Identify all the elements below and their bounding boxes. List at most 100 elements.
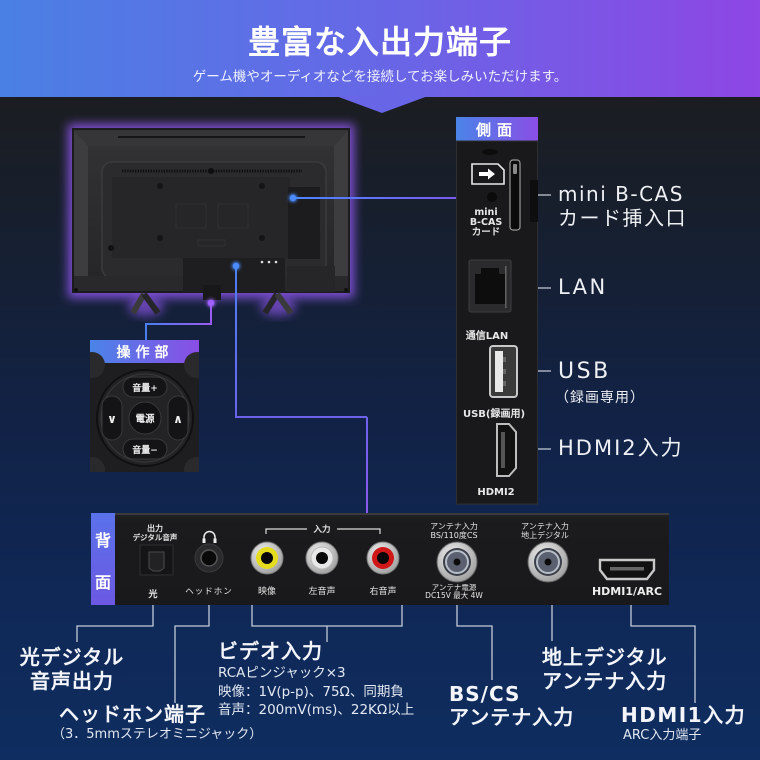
page-title: 豊富な入出力端子 [247, 23, 512, 61]
rca-input-group: 入力 映像 左音声 右音声 [250, 524, 400, 597]
hdmi2-panel-label: HDMI2 [477, 487, 514, 498]
usb-port [489, 345, 518, 398]
tv-stand-left [130, 292, 161, 315]
svg-text:アンテナ入力: アンテナ入力 [521, 521, 569, 531]
callout-mini-bcas-line1: mini B-CAS [558, 182, 684, 206]
leader-video-bracket [251, 605, 403, 642]
optical-port [139, 544, 174, 576]
leader-headphone [174, 605, 210, 703]
side-panel: 側面 mini B-CAS カード 通信LAN [456, 117, 538, 505]
volume-down-button: 音量− [122, 438, 168, 460]
leader-hdmi1 [630, 605, 696, 703]
callout-headphone-sub: （3．5mmステレオミニジャック） [52, 727, 263, 742]
control-panel-label: 操作部 [117, 344, 174, 361]
callout-hdmi1-sub: ARC入力端子 [623, 728, 702, 743]
callout-bs-cs: BS/CS アンテナ入力 [449, 683, 574, 729]
lan-panel-label: 通信LAN [466, 329, 508, 342]
mini-bcas-card-slot [509, 159, 521, 231]
video-spec-line: RCAピンジャック×3 [218, 665, 346, 681]
usb-port-group: USB(録画用) [463, 345, 525, 420]
leader-bs-cs [456, 605, 493, 680]
hdmi1-group: HDMI1/ARC [592, 558, 662, 598]
connector-control-panel [145, 303, 212, 340]
rca-audio-left-jack [305, 541, 339, 575]
rca-audio-right-jack [366, 541, 400, 575]
callout-hdmi1-title: HDMI1入力 [621, 703, 747, 727]
mini-bcas-panel-label: B-CAS [470, 217, 503, 228]
lan-port-group: 通信LAN [466, 259, 512, 342]
svg-text:右音声: 右音声 [369, 585, 396, 597]
hdmi2-port-group: HDMI2 [477, 423, 517, 498]
callout-terrestrial: 地上デジタル アンテナ入力 [542, 645, 668, 693]
mini-bcas-slot-group: mini B-CAS カード [470, 159, 538, 238]
callout-headphone-title: ヘッドホン端子 [59, 702, 206, 726]
callout-terrestrial-line2: アンテナ入力 [542, 669, 668, 693]
video-spec-line: 音声：200mV(ms)、22KΩ以上 [218, 702, 415, 718]
tv-rear-illustration [68, 124, 354, 316]
callout-hdmi2: HDMI2入力 [558, 436, 684, 460]
rear-panel-label-bottom: 面 [95, 573, 111, 592]
rca-input-bracket [265, 528, 381, 534]
rca-video-jack [250, 541, 284, 575]
rear-panel-label-box [91, 513, 115, 605]
optical-output-group: 出力 デジタル音声 光 [133, 523, 178, 600]
power-button: 電源 [128, 401, 162, 435]
headphone-jack [194, 543, 224, 573]
svg-text:アンテナ入力: アンテナ入力 [430, 521, 478, 531]
callout-optical-line1: 光デジタル [19, 645, 125, 669]
svg-text:BS/110度CS: BS/110度CS [430, 530, 477, 540]
leader-optical [76, 605, 154, 642]
callout-terrestrial-line1: 地上デジタル [542, 645, 668, 669]
video-spec-line: 映像：1V(p-p)、75Ω、同期負 [218, 683, 404, 700]
svg-text:ヘッドホン: ヘッドホン [185, 587, 233, 597]
callout-video-specs: RCAピンジャック×3 映像：1V(p-p)、75Ω、同期負 音声：200mV(… [218, 664, 414, 720]
svg-text:アンテナ電源: アンテナ電源 [432, 583, 477, 592]
svg-text:音量+: 音量+ [132, 382, 158, 394]
svg-text:左音声: 左音声 [308, 585, 335, 597]
tv-stand-right [262, 292, 294, 315]
callout-optical: 光デジタル 音声出力 [14, 645, 130, 693]
callout-lan: LAN [558, 275, 608, 299]
callout-usb: USB [558, 359, 611, 384]
callout-video-title: ビデオ入力 [218, 639, 323, 663]
callout-bs-cs-line2: アンテナ入力 [449, 705, 575, 729]
svg-text:DC15V 最大 4W: DC15V 最大 4W [425, 590, 483, 600]
usb-panel-label: USB(録画用) [463, 407, 525, 420]
svg-text:音量−: 音量− [132, 444, 158, 456]
callout-mini-bcas-line2: カード挿入口 [558, 206, 687, 230]
bs-cs-antenna-connector [436, 541, 478, 583]
svg-text:デジタル音声: デジタル音声 [133, 532, 178, 542]
rear-panel-label-top: 背 [95, 531, 111, 550]
svg-text:∨: ∨ [107, 412, 117, 426]
svg-text:電源: 電源 [135, 413, 155, 425]
svg-text:出力: 出力 [147, 523, 163, 533]
headphone-group: ヘッドホン [185, 530, 233, 597]
terrestrial-antenna-group: アンテナ入力 地上デジタル [521, 521, 569, 583]
svg-text:映像: 映像 [258, 585, 276, 597]
rear-panel: 背 面 出力 デジタル音声 光 ヘッドホン [91, 513, 669, 605]
page-subtitle: ゲーム機やオーディオなどを接続してお楽しみいただけます。 [192, 69, 568, 85]
svg-text:入力: 入力 [312, 524, 330, 535]
callout-usb-sub: （録画専用） [555, 390, 645, 406]
hdmi1-port [598, 558, 656, 581]
side-panel-label: 側面 [475, 121, 518, 139]
mini-bcas-panel-label: カード [472, 227, 501, 238]
headphone-icon [202, 530, 217, 543]
callout-optical-line2: 音声出力 [30, 669, 114, 693]
header-pointer-triangle [336, 96, 428, 113]
highlight-connectors [145, 194, 456, 513]
lan-port [468, 259, 512, 313]
hdmi2-port [496, 423, 517, 477]
side-panel-header [456, 117, 538, 141]
bs-cs-antenna-group: アンテナ入力 BS/110度CS アンテナ電源 DC15V 最大 4W [425, 521, 483, 600]
header-banner [0, 0, 760, 97]
mini-bcas-panel-label: mini [474, 207, 497, 218]
card-insert-icon [471, 163, 505, 185]
callout-bs-cs-line1: BS/CS [449, 682, 521, 706]
svg-text:光: 光 [147, 588, 157, 600]
svg-text:地上デジタル: 地上デジタル [521, 530, 569, 540]
volume-up-button: 音量+ [122, 376, 168, 398]
svg-text:HDMI1/ARC: HDMI1/ARC [592, 585, 662, 598]
control-panel: 操作部 音量+ 音量− ∨ ∧ 電源 [90, 340, 199, 472]
